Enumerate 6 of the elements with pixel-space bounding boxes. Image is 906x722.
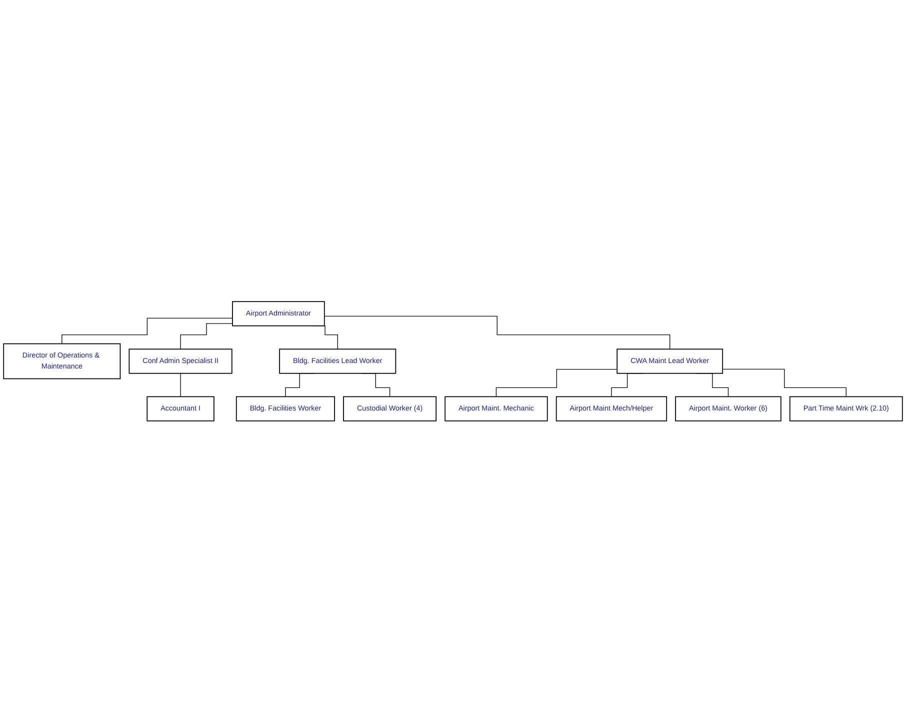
connector — [496, 368, 618, 397]
connector — [62, 318, 233, 344]
connector — [324, 316, 670, 350]
connector — [722, 368, 846, 397]
connector — [180, 372, 181, 397]
connector — [180, 323, 233, 350]
